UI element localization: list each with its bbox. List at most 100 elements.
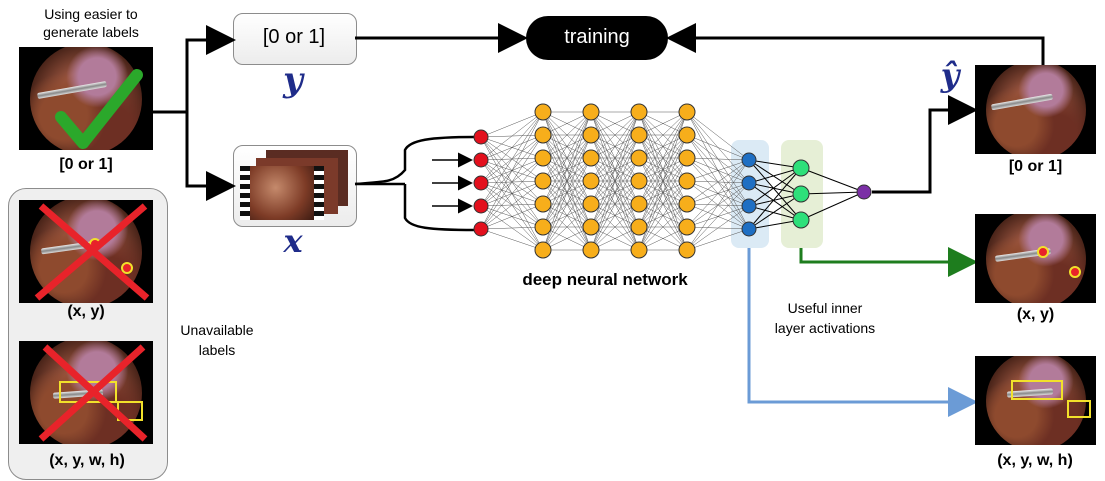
activations-caption-line1: Useful inner [787, 300, 863, 316]
green-node [792, 211, 810, 229]
network-edge [638, 111, 688, 182]
output-xy: (x, y) [1016, 306, 1055, 323]
network-edge [480, 134, 544, 230]
hidden-node [534, 195, 552, 213]
hidden-node [582, 103, 600, 121]
video-frame-front [240, 166, 324, 220]
network-edge [686, 159, 750, 251]
hidden-node [678, 149, 696, 167]
hidden-node [582, 172, 600, 190]
network-edge [638, 226, 688, 251]
training-label: training [564, 26, 630, 48]
green-activation-arrow [799, 247, 978, 277]
network-edge [686, 157, 750, 161]
network-edge [686, 159, 750, 228]
blue-node [741, 175, 757, 191]
network-edge [686, 134, 750, 161]
output-node [856, 184, 872, 200]
network-edge [638, 134, 688, 251]
network-edge [638, 111, 688, 159]
hidden-node [534, 172, 552, 190]
network-edge [748, 167, 802, 184]
network-edge [686, 159, 750, 205]
input-node [473, 198, 489, 214]
network-edge [748, 182, 802, 221]
network-edge [590, 111, 640, 228]
input-node [473, 221, 489, 237]
label-box-text: [0 or 1] [262, 26, 326, 48]
hidden-node [630, 126, 648, 144]
hidden-node [630, 195, 648, 213]
network-label: deep neural network [522, 270, 688, 289]
top-left-caption-line1: Using easier to [44, 6, 138, 22]
hidden-node [630, 241, 648, 259]
network-edge [480, 157, 544, 230]
network-edge [686, 159, 750, 182]
network-edge [480, 180, 544, 230]
network-edge [542, 111, 592, 136]
hidden-node [534, 241, 552, 259]
green-node [792, 185, 810, 203]
network-edge [590, 203, 640, 251]
network-edge [686, 182, 750, 251]
network-edge [590, 226, 640, 251]
activations-caption-line2: layer activations [774, 320, 876, 336]
network-edge [590, 111, 640, 159]
output-xywh: (x, y, w, h) [997, 452, 1073, 469]
hidden-node [678, 103, 696, 121]
unavailable-caption-line1: Unavailable [180, 322, 254, 338]
network-edge [480, 203, 544, 230]
network-edge [748, 159, 802, 169]
hidden-node [678, 126, 696, 144]
hidden-node [630, 149, 648, 167]
network-edge [480, 228, 544, 251]
blue-activation-arrow [747, 248, 978, 417]
input-node [473, 152, 489, 168]
symbol-x: x [283, 222, 303, 260]
network-edge [638, 180, 688, 251]
network-edge [748, 193, 802, 207]
network-edge [590, 111, 640, 182]
brace-to-network [354, 135, 476, 186]
network-edge [542, 111, 592, 228]
network-edge [542, 134, 592, 251]
label-box [233, 13, 357, 65]
hidden-node [630, 103, 648, 121]
network-edge [638, 203, 688, 251]
network-edge [542, 157, 592, 251]
network-edge [542, 111, 592, 159]
prediction-frame [975, 65, 1096, 154]
network-edge [590, 157, 640, 251]
network-edge [542, 180, 592, 251]
network-edge [480, 111, 544, 138]
label-binary: [0 or 1] [59, 156, 113, 173]
blue-node [741, 221, 757, 237]
hidden-node [678, 195, 696, 213]
network-edge [748, 167, 802, 207]
hidden-node [534, 218, 552, 236]
arrow-output-to-frame [872, 95, 978, 194]
symbol-yhat: ŷ [940, 56, 960, 94]
hidden-node [678, 218, 696, 236]
output-frame-xy [975, 214, 1096, 303]
network-edge [542, 226, 592, 251]
network-edge [590, 111, 640, 205]
hidden-node [534, 149, 552, 167]
network-edge [748, 167, 802, 230]
unavailable-caption-line2: labels [198, 342, 236, 358]
arrow-prediction-to-training [666, 23, 1045, 65]
network-edge [480, 226, 544, 230]
input-node [473, 175, 489, 191]
input-node [473, 129, 489, 145]
network-edge [542, 111, 592, 205]
unavailable-label-xy: (x, y) [67, 303, 105, 320]
hidden-node [534, 103, 552, 121]
arrow-to-label [153, 25, 236, 114]
network-edge [638, 111, 688, 205]
blue-node [741, 198, 757, 214]
labeled-frame-check [19, 47, 153, 150]
hidden-node [630, 218, 648, 236]
training-node [526, 16, 668, 60]
unavailable-label-xywh: (x, y, w, h) [49, 452, 125, 469]
